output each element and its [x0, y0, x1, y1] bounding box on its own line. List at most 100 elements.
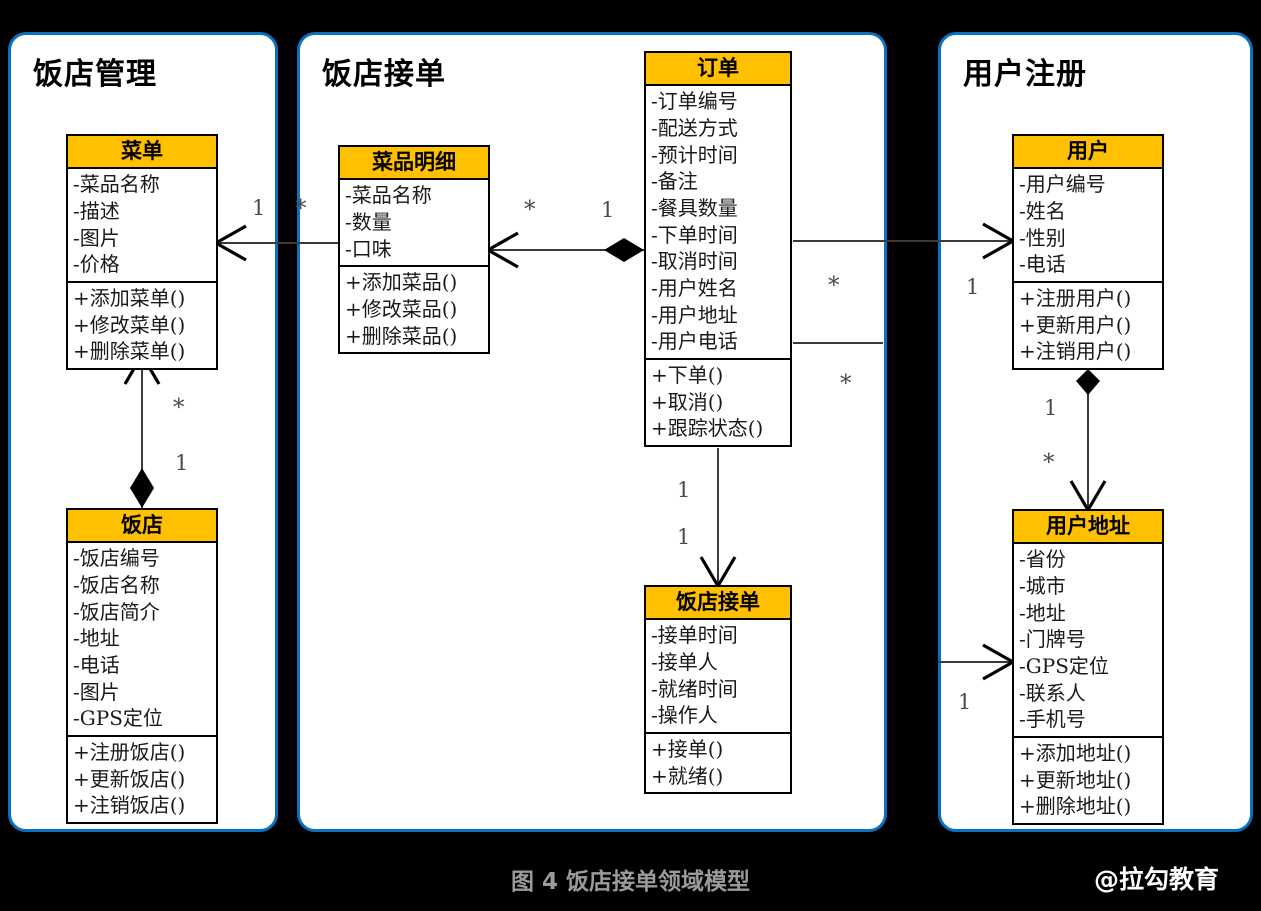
- assoc-line-order-useraddr-upper: [793, 342, 883, 344]
- package-title-restaurant-accept-order: 饭店接单: [322, 57, 446, 92]
- attribute-item: -电话: [73, 652, 120, 677]
- class-box-user[interactable]: 用户 -用户编号 -姓名 -性别 -电话 +注册用户() +更新用户() +注销…: [1012, 134, 1164, 370]
- package-title-user-registration: 用户注册: [963, 57, 1087, 92]
- multiplicity-order-user-one: 1: [966, 275, 980, 299]
- class-name-user: 用户: [1014, 136, 1162, 170]
- multiplicity-user-useraddr-one: 1: [1044, 396, 1058, 420]
- class-name-dish-detail: 菜品明细: [340, 147, 488, 181]
- multiplicity-restaurant-menu-star: *: [173, 395, 185, 421]
- multiplicity-dishdetail-order-star: *: [524, 197, 536, 223]
- operation-item: +注册用户(): [1019, 285, 1132, 310]
- attribute-item: -地址: [73, 626, 120, 651]
- class-attributes-order: -订单编号 -配送方式 -预计时间 -备注 -餐具数量 -下单时间 -取消时间 …: [646, 86, 790, 361]
- class-box-dish-detail[interactable]: 菜品明细 -菜品名称 -数量 -口味 +添加菜品() +修改菜品() +删除菜品…: [338, 145, 490, 355]
- attribute-item: -价格: [73, 252, 120, 277]
- class-name-menu: 菜单: [68, 136, 216, 170]
- class-operations-user-address: +添加地址() +更新地址() +删除地址(): [1014, 738, 1162, 823]
- operation-item: +注销用户(): [1019, 339, 1132, 364]
- attribute-item: -接单人: [651, 649, 718, 674]
- class-operations-menu: +添加菜单() +修改菜单() +删除菜单(): [68, 283, 216, 368]
- operation-item: +添加地址(): [1019, 740, 1132, 765]
- class-name-user-address: 用户地址: [1014, 511, 1162, 545]
- class-box-order[interactable]: 订单 -订单编号 -配送方式 -预计时间 -备注 -餐具数量 -下单时间 -取消…: [644, 51, 792, 448]
- class-operations-order-accept: +接单() +就绪(): [646, 734, 790, 792]
- attribute-item: -图片: [73, 679, 120, 704]
- attribute-item: -地址: [1019, 600, 1066, 625]
- attribute-item: -性别: [1019, 225, 1066, 250]
- attribute-item: -菜品名称: [73, 172, 160, 197]
- assoc-line-user-useraddr: [1087, 392, 1089, 508]
- class-operations-restaurant: +注册饭店() +更新饭店() +注销饭店(): [68, 737, 216, 822]
- operation-item: +就绪(): [651, 763, 724, 788]
- class-attributes-order-accept: -接单时间 -接单人 -就绪时间 -操作人: [646, 620, 790, 734]
- multiplicity-order-useraddr-star: *: [840, 371, 852, 397]
- class-attributes-restaurant: -饭店编号 -饭店名称 -饭店简介 -地址 -电话 -图片 -GPS定位: [68, 543, 216, 737]
- attribute-item: -联系人: [1019, 680, 1086, 705]
- class-name-restaurant: 饭店: [68, 510, 216, 544]
- operation-item: +删除地址(): [1019, 794, 1132, 819]
- assoc-line-restaurant-menu: [141, 355, 143, 508]
- class-operations-dish-detail: +添加菜品() +修改菜品() +删除菜品(): [340, 267, 488, 352]
- class-name-order-accept: 饭店接单: [646, 587, 790, 621]
- operation-item: +注册饭店(): [73, 739, 186, 764]
- attribute-item: -GPS定位: [1019, 653, 1109, 678]
- attribute-item: -饭店名称: [73, 572, 160, 597]
- attribute-item: -姓名: [1019, 198, 1066, 223]
- assoc-line-dishdetail-order: [490, 249, 644, 251]
- attribute-item: -操作人: [651, 703, 718, 728]
- attribute-item: -下单时间: [651, 222, 738, 247]
- operation-item: +取消(): [651, 389, 724, 414]
- operation-item: +更新饭店(): [73, 766, 186, 791]
- attribute-item: -菜品名称: [345, 183, 432, 208]
- assoc-line-order-user: [793, 240, 1010, 242]
- assoc-line-order-useraddr-lower: [938, 661, 1010, 663]
- multiplicity-menu-dishdetail-one: 1: [252, 196, 266, 220]
- attribute-item: -预计时间: [651, 142, 738, 167]
- operation-item: +接单(): [651, 736, 724, 761]
- attribute-item: -用户编号: [1019, 172, 1106, 197]
- class-box-order-accept[interactable]: 饭店接单 -接单时间 -接单人 -就绪时间 -操作人 +接单() +就绪(): [644, 585, 792, 795]
- operation-item: +注销饭店(): [73, 793, 186, 818]
- attribute-item: -配送方式: [651, 115, 738, 140]
- operation-item: +更新用户(): [1019, 312, 1132, 337]
- multiplicity-order-useraddr-one: 1: [958, 690, 972, 714]
- attribute-item: -饭店简介: [73, 599, 160, 624]
- attribute-item: -用户地址: [651, 302, 738, 327]
- class-operations-order: +下单() +取消() +跟踪状态(): [646, 360, 790, 445]
- class-box-user-address[interactable]: 用户地址 -省份 -城市 -地址 -门牌号 -GPS定位 -联系人 -手机号 +…: [1012, 509, 1164, 826]
- attribute-item: -用户姓名: [651, 275, 738, 300]
- operation-item: +删除菜单(): [73, 339, 186, 364]
- attribute-item: -城市: [1019, 573, 1066, 598]
- attribute-item: -省份: [1019, 547, 1066, 572]
- attribute-item: -餐具数量: [651, 195, 738, 220]
- attribute-item: -备注: [651, 169, 698, 194]
- operation-item: +删除菜品(): [345, 323, 458, 348]
- operation-item: +更新地址(): [1019, 767, 1132, 792]
- attribute-item: -就绪时间: [651, 676, 738, 701]
- attribute-item: -图片: [73, 225, 120, 250]
- operation-item: +添加菜单(): [73, 285, 186, 310]
- attribute-item: -取消时间: [651, 249, 738, 274]
- attribute-item: -饭店编号: [73, 546, 160, 571]
- class-box-menu[interactable]: 菜单 -菜品名称 -描述 -图片 -价格 +添加菜单() +修改菜单() +删除…: [66, 134, 218, 370]
- multiplicity-restaurant-menu-one: 1: [175, 451, 189, 475]
- attribute-item: -口味: [345, 236, 392, 261]
- class-name-order: 订单: [646, 53, 790, 87]
- attribute-item: -手机号: [1019, 707, 1086, 732]
- class-attributes-user: -用户编号 -姓名 -性别 -电话: [1014, 169, 1162, 283]
- operation-item: +修改菜品(): [345, 296, 458, 321]
- class-attributes-user-address: -省份 -城市 -地址 -门牌号 -GPS定位 -联系人 -手机号: [1014, 544, 1162, 738]
- assoc-line-order-accept: [717, 448, 719, 585]
- multiplicity-order-accept-one-b: 1: [677, 525, 691, 549]
- class-box-restaurant[interactable]: 饭店 -饭店编号 -饭店名称 -饭店简介 -地址 -电话 -图片 -GPS定位 …: [66, 508, 218, 825]
- multiplicity-order-dishdetail-one: 1: [601, 198, 615, 222]
- attribute-item: -接单时间: [651, 623, 738, 648]
- attribute-item: -数量: [345, 209, 392, 234]
- multiplicity-dishdetail-package-star: *: [295, 196, 307, 222]
- attribute-item: -门牌号: [1019, 627, 1086, 652]
- multiplicity-order-user-star: *: [828, 273, 840, 299]
- attribute-item: -描述: [73, 198, 120, 223]
- multiplicity-order-accept-one-a: 1: [677, 478, 691, 502]
- watermark: @拉勾教育: [1094, 865, 1220, 894]
